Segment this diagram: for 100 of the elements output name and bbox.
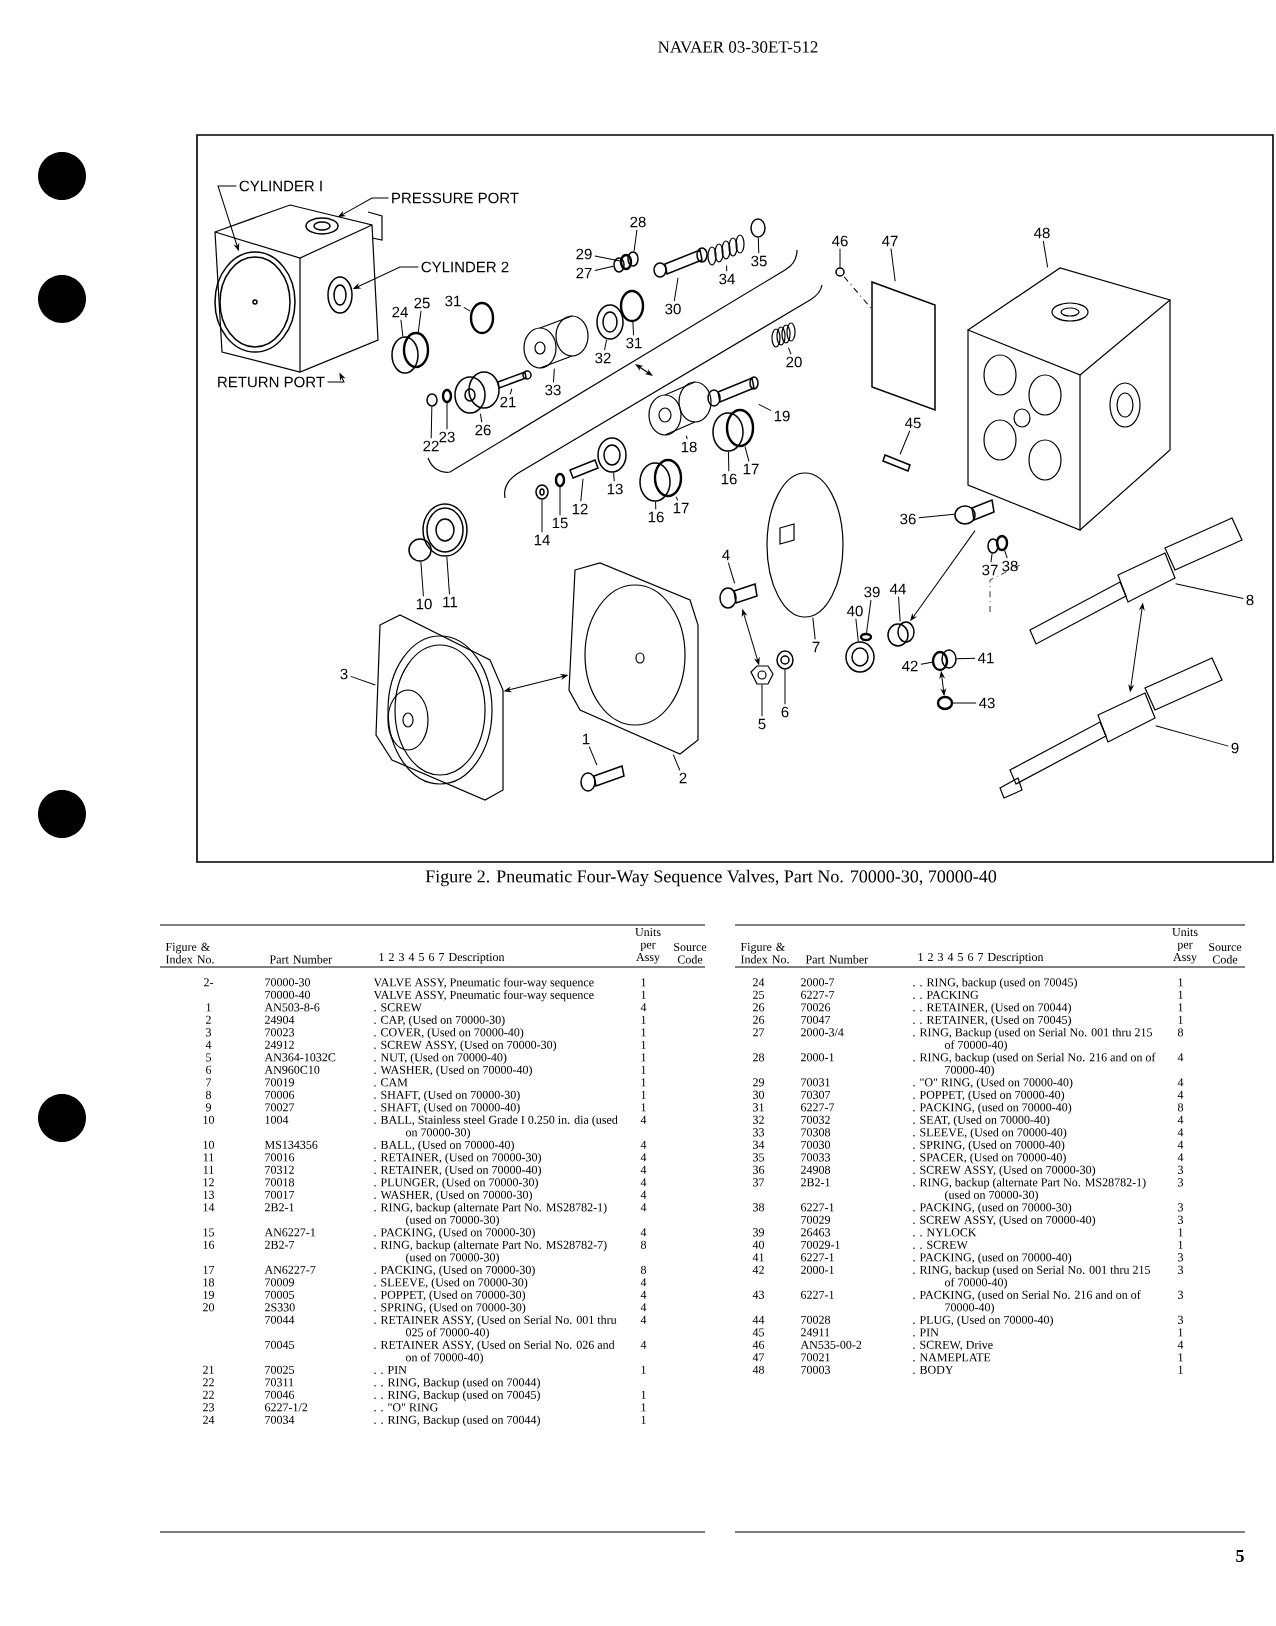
leader-line	[353, 266, 419, 289]
leader-line	[604, 339, 608, 351]
screw-drawing	[835, 267, 845, 277]
index-number: 17	[203, 1265, 215, 1274]
index-number: 9	[205, 1103, 211, 1112]
leader-line	[632, 321, 635, 336]
leader-line	[956, 657, 976, 660]
index-number: 35	[753, 1153, 765, 1162]
unit-quantity: 3	[1178, 1215, 1184, 1224]
part-number: 70006	[265, 1090, 295, 1099]
callout-number: 39	[864, 586, 880, 598]
part-description: . RING, backup (alternate Part No. MS28782-1) (used on 70000-30)	[374, 1202, 607, 1227]
unit-quantity: 4	[1177, 1140, 1184, 1149]
unit-quantity: 4	[640, 1153, 647, 1162]
callout-number: 6	[781, 706, 789, 718]
leader-line	[855, 618, 859, 642]
part-description: . SCREW ASSY, (Used on 70000-30)	[374, 1040, 557, 1052]
part-description: VALVE ASSY, Pneumatic four-way sequence	[373, 990, 594, 1002]
part-number: 70031	[801, 1078, 830, 1087]
leader-line	[400, 319, 404, 337]
arrow	[939, 671, 946, 696]
index-number: 18	[203, 1278, 215, 1287]
callout-number: 40	[847, 605, 863, 617]
part-description: . SPRING, (Used on 70000-40)	[913, 1140, 1065, 1152]
unit-quantity: 4	[640, 1003, 647, 1012]
cap-drawing	[568, 562, 699, 755]
unit-quantity: 4	[640, 1190, 647, 1199]
poppet-drawing	[653, 247, 708, 278]
callout-number: 5	[758, 718, 766, 730]
ring-drawing	[931, 650, 949, 672]
index-number: 16	[203, 1240, 215, 1249]
washer-drawing	[776, 650, 794, 670]
part-description: . . RING, Backup (used on 70045)	[374, 1390, 540, 1402]
callout-number: 25	[414, 297, 430, 309]
unit-quantity: 4	[640, 1303, 647, 1312]
sleeve-drawing	[648, 381, 712, 436]
unit-quantity: 1	[1178, 1365, 1183, 1374]
index-number: 22	[203, 1378, 214, 1387]
part-description: . PLUNGER, (Used on 70000-30)	[374, 1177, 538, 1189]
index-number: 34	[753, 1140, 765, 1149]
ring-drawing	[426, 393, 438, 407]
leader-line	[672, 754, 681, 771]
callout-number: 30	[665, 303, 681, 315]
part-number: 70000-40	[265, 990, 311, 999]
unit-quantity: 1	[1178, 1003, 1183, 1012]
part-number: 6227-1	[801, 1203, 834, 1212]
ring-drawing	[639, 462, 671, 502]
lock-insert-drawing	[859, 632, 873, 642]
leader-line	[675, 496, 679, 501]
leader-line	[898, 596, 901, 622]
ring-drawing	[619, 253, 633, 271]
part-number: 26463	[801, 1228, 831, 1237]
leader-line	[217, 185, 240, 251]
part-number: 6227-1	[801, 1253, 834, 1262]
part-description: . PACKING, (used on Serial No. 216 and on of 70000-40)	[913, 1290, 1141, 1314]
leader-line	[918, 513, 955, 519]
index-number: 22	[203, 1390, 214, 1399]
index-number: 47	[752, 1353, 765, 1362]
index-number: 12	[203, 1178, 214, 1187]
index-number: 15	[203, 1228, 215, 1237]
port-hole-drawing	[327, 276, 353, 314]
plug-drawing	[887, 621, 915, 647]
part-description: . RING, Backup (used on Serial No. 001 thru 215 of 70000-40)	[913, 1027, 1152, 1052]
part-description: . RETAINER ASSY, (Used on Serial No. 026 and on of 70000-40)	[374, 1340, 615, 1364]
callout-number: 46	[832, 235, 848, 247]
index-number: 20	[203, 1303, 215, 1312]
part-description: . . NYLOCK	[913, 1228, 977, 1237]
part-number: AN6227-7	[264, 1265, 316, 1274]
part-number: 70026	[801, 1003, 831, 1012]
unit-quantity: 4	[1177, 1153, 1184, 1162]
ring-drawing	[402, 331, 430, 369]
part-description: . SEAT, (Used on 70000-40)	[913, 1115, 1050, 1127]
index-number: 6	[206, 1065, 212, 1074]
part-number: 70023	[265, 1028, 295, 1037]
ball-drawing	[408, 538, 432, 562]
leader-line	[787, 347, 792, 355]
part-number: 70308	[801, 1128, 831, 1137]
unit-quantity: 3	[1178, 1290, 1184, 1299]
leader-line	[685, 435, 688, 440]
port-label: RETURN PORT	[218, 376, 325, 388]
part-description: . SLEEVE, (Used on 70000-30)	[374, 1277, 528, 1289]
index-number: 39	[753, 1228, 765, 1237]
leader-line	[446, 402, 448, 430]
callout-number: 42	[902, 660, 918, 672]
unit-quantity: 1	[641, 978, 646, 987]
unit-quantity: 4	[640, 1203, 647, 1212]
callout-number: 13	[607, 483, 623, 495]
part-description: . . RETAINER, (Used on 70044)	[913, 1002, 1071, 1014]
index-number: 10	[203, 1140, 215, 1149]
part-number: 70045	[265, 1340, 295, 1349]
leader-line	[417, 310, 422, 333]
part-description: . PACKING, (used on 70000-40)	[913, 1252, 1072, 1264]
retainer-drawing	[454, 371, 500, 414]
port-label: CYLINDER I	[239, 180, 322, 192]
retainer-drawing	[422, 503, 468, 557]
index-number: 2-	[204, 978, 214, 987]
part-description: . SHAFT, (Used on 70000-30)	[374, 1090, 520, 1102]
ring-drawing	[712, 412, 744, 452]
leader-line	[479, 413, 483, 423]
part-number: 70034	[265, 1415, 295, 1424]
